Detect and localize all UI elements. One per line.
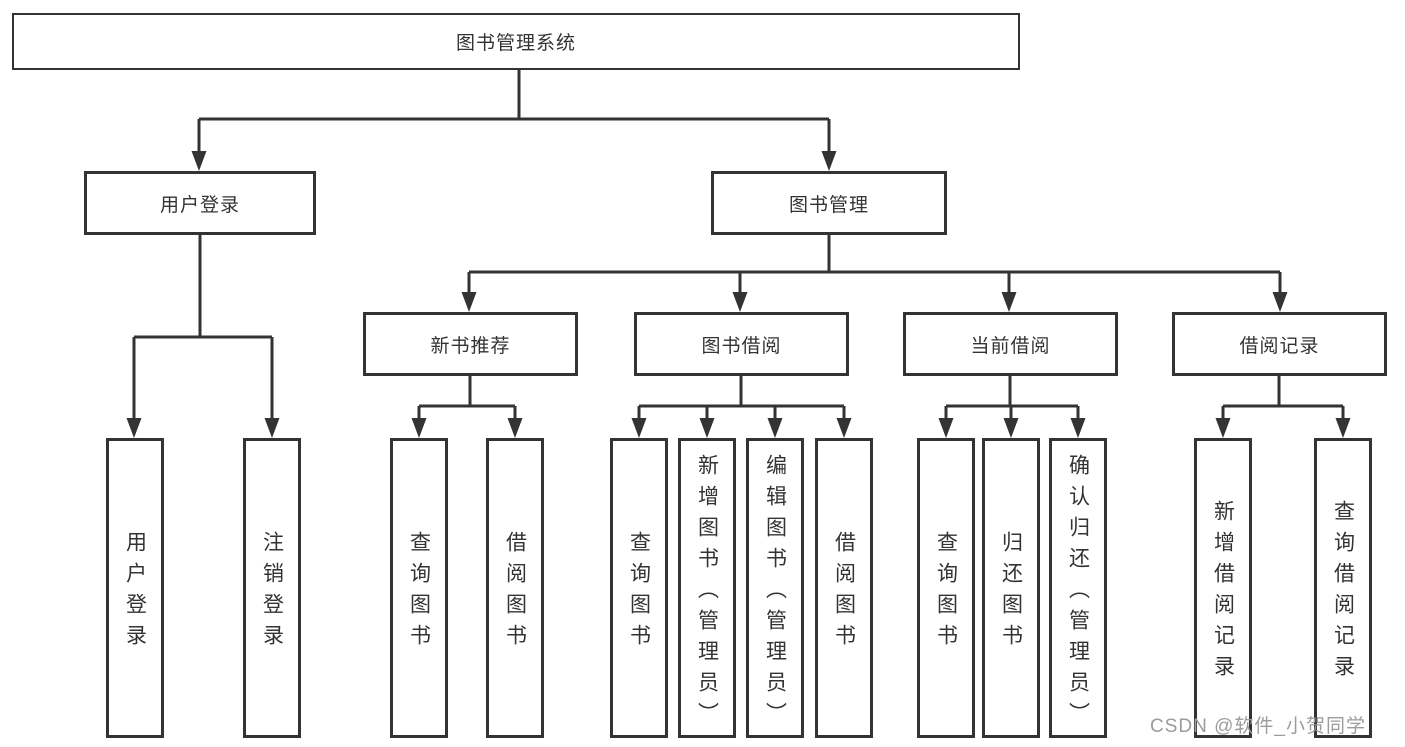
node-book-management-label: 图书管理 [788, 194, 869, 216]
node-book-management: 图书管理 [711, 171, 947, 235]
connector-new-book-branch [411, 376, 523, 438]
node-book-borrowing-label: 图书借阅 [701, 335, 782, 357]
node-book-management-system: 图书管理系统 [12, 13, 1020, 70]
node-new-book-recommendation-label: 新书推荐 [430, 335, 511, 357]
leaf-logout-label: 注销登录 [260, 531, 284, 655]
leaf-query-books-2-label: 查询图书 [627, 531, 651, 655]
leaf-edit-book-admin: 编辑图书（管理员） [746, 438, 804, 738]
leaf-confirm-return-admin: 确认归还（管理员） [1049, 438, 1107, 738]
node-borrowing-records: 借阅记录 [1172, 312, 1387, 376]
connector-book-borrow-branch [631, 376, 852, 438]
leaf-query-books-3: 查询图书 [917, 438, 975, 738]
leaf-borrow-books-2: 借阅图书 [815, 438, 873, 738]
leaf-return-book-label: 归还图书 [999, 531, 1023, 655]
leaf-user-login: 用户登录 [106, 438, 164, 738]
leaf-add-book-admin-label: 新增图书（管理员） [695, 453, 719, 733]
leaf-add-borrow-record-label: 新增借阅记录 [1211, 500, 1235, 686]
leaf-borrow-books-1-label: 借阅图书 [503, 531, 527, 655]
node-current-borrowing: 当前借阅 [903, 312, 1118, 376]
connector-borrow-record-branch [1215, 376, 1351, 438]
connector-user-login-branch [126, 235, 280, 438]
leaf-add-borrow-record: 新增借阅记录 [1194, 438, 1252, 738]
node-user-login-label: 用户登录 [159, 194, 240, 216]
leaf-borrow-books-1: 借阅图书 [486, 438, 544, 738]
leaf-logout: 注销登录 [243, 438, 301, 738]
connector-current-borrow-branch [938, 376, 1086, 438]
node-borrowing-records-label: 借阅记录 [1239, 335, 1320, 357]
leaf-query-books-3-label: 查询图书 [934, 531, 958, 655]
csdn-watermark: CSDN @软件_小贺同学 [1150, 716, 1366, 737]
connector-root-to-level2 [191, 69, 837, 171]
leaf-query-borrow-record-label: 查询借阅记录 [1331, 500, 1355, 686]
leaf-add-book-admin: 新增图书（管理员） [678, 438, 736, 738]
leaf-query-borrow-record: 查询借阅记录 [1314, 438, 1372, 738]
leaf-query-books-1-label: 查询图书 [407, 531, 431, 655]
leaf-query-books-1: 查询图书 [390, 438, 448, 738]
leaf-confirm-return-admin-label: 确认归还（管理员） [1066, 453, 1090, 733]
node-current-borrowing-label: 当前借阅 [970, 335, 1051, 357]
connector-book-mgmt-to-level3 [461, 235, 1288, 312]
leaf-edit-book-admin-label: 编辑图书（管理员） [763, 453, 787, 733]
node-book-borrowing: 图书借阅 [634, 312, 849, 376]
leaf-borrow-books-2-label: 借阅图书 [832, 531, 856, 655]
node-user-login: 用户登录 [84, 171, 316, 235]
node-new-book-recommendation: 新书推荐 [363, 312, 578, 376]
leaf-return-book: 归还图书 [982, 438, 1040, 738]
node-book-management-system-label: 图书管理系统 [455, 33, 576, 54]
leaf-user-login-label: 用户登录 [123, 531, 147, 655]
leaf-query-books-2: 查询图书 [610, 438, 668, 738]
